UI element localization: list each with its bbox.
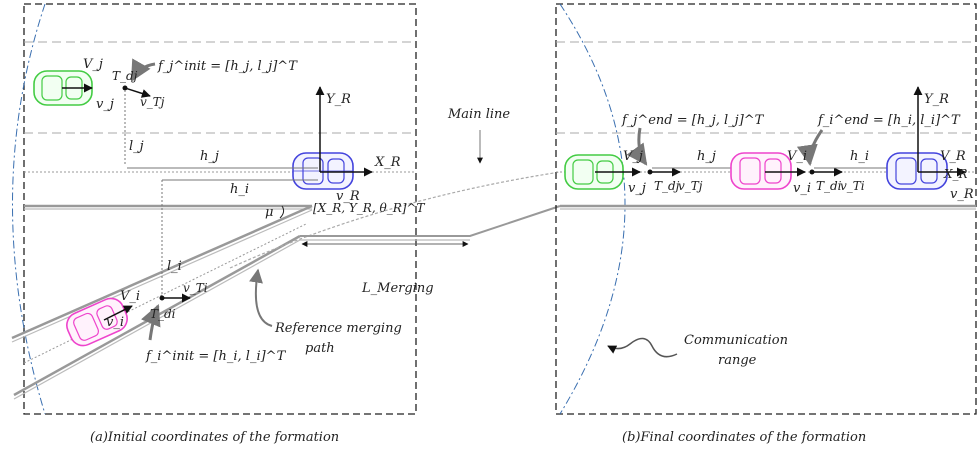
mu-angle-arc: [279, 205, 285, 219]
label-XR-b: X_R: [943, 167, 968, 181]
ramp-centerline: [23, 223, 307, 364]
label-l-merging: L_Merging: [361, 281, 434, 296]
label-Tdj-b: T_dj: [654, 179, 680, 193]
vi-arrow-a: [103, 305, 133, 321]
label-ref-path-2: path: [305, 341, 335, 356]
label-vR-b: v_R: [950, 187, 974, 202]
label-fi-end: f_i^end = [h_i, l_i]^T: [817, 113, 961, 128]
label-fi-init: f_i^init = [h_i, l_i]^T: [145, 349, 287, 364]
label-XR-a: X_R: [374, 155, 401, 170]
leader-car-a: [292, 152, 354, 190]
label-li-a: l_i: [167, 259, 182, 274]
labels: V_j v_j T_dj v_Tj f_j^init = [h_j, l_j]^…: [83, 57, 974, 445]
label-Tdj-a: T_dj: [112, 69, 138, 83]
label-YR-b: Y_R: [924, 92, 949, 107]
label-ref-path-1: Reference merging: [274, 321, 402, 336]
label-vTj-a: v_Tj: [140, 95, 165, 109]
label-comm-1: Communication: [684, 333, 788, 348]
label-vR-a: v_R: [336, 189, 360, 204]
label-mu: μ: [265, 205, 273, 220]
label-vTi-b: v_Ti: [840, 179, 865, 193]
label-Vj-b: V_j: [623, 149, 643, 164]
panel-b-frame: [555, 3, 977, 415]
label-VR-b: V_R: [940, 149, 966, 164]
leader-car-b: [886, 152, 948, 190]
label-Tdi-b: T_di: [816, 179, 842, 193]
fi-end-pointer: [796, 129, 824, 167]
label-fj-init: f_j^init = [h_j, l_j]^T: [157, 59, 298, 74]
comm-range-arc-a: [12, 3, 46, 415]
label-vTj-b: v_Tj: [678, 179, 703, 193]
panel-b: [555, 3, 977, 415]
merging-lane-edge: [300, 205, 561, 237]
caption-a: (a)Initial coordinates of the formation: [90, 430, 339, 445]
fj-init-pointer: [130, 58, 156, 82]
label-pose: [X_R, Y_R, θ_R]^T: [313, 201, 425, 215]
label-hj-b: h_j: [697, 149, 716, 164]
label-main-line: Main line: [447, 107, 510, 122]
ref-path-pointer: [249, 268, 273, 327]
vtj-arrow: [124, 87, 151, 98]
fi-init-pointer: [141, 304, 161, 341]
label-vi-b: v_i: [793, 181, 811, 196]
label-comm-2: range: [718, 353, 757, 368]
label-Vi-a: V_i: [120, 289, 140, 304]
label-hi-a: h_i: [230, 182, 249, 197]
comm-range-pointer: [607, 337, 678, 358]
label-Vj-a: V_j: [83, 57, 103, 72]
car-i-b: [730, 152, 792, 190]
label-lj-a: l_j: [129, 139, 144, 154]
label-hj-a: h_j: [200, 149, 219, 164]
fj-end-pointer: [626, 127, 648, 166]
reference-merging-path: [229, 171, 561, 269]
panel-a: [11, 3, 561, 415]
label-Vi-b: V_i: [787, 149, 807, 164]
label-vj-a: v_j: [96, 97, 114, 112]
label-YR-a: Y_R: [326, 92, 351, 107]
comm-range-arc-b: [559, 3, 626, 415]
label-vTi-a: v_Ti: [183, 281, 208, 295]
caption-b: (b)Final coordinates of the formation: [622, 430, 866, 445]
label-Tdi-a: T_di: [150, 307, 176, 321]
label-hi-b: h_i: [850, 149, 869, 164]
label-vi-a: v_i: [106, 315, 124, 330]
label-vj-b: v_j: [628, 181, 646, 196]
label-fj-end: f_j^end = [h_j, l_j]^T: [621, 113, 765, 128]
